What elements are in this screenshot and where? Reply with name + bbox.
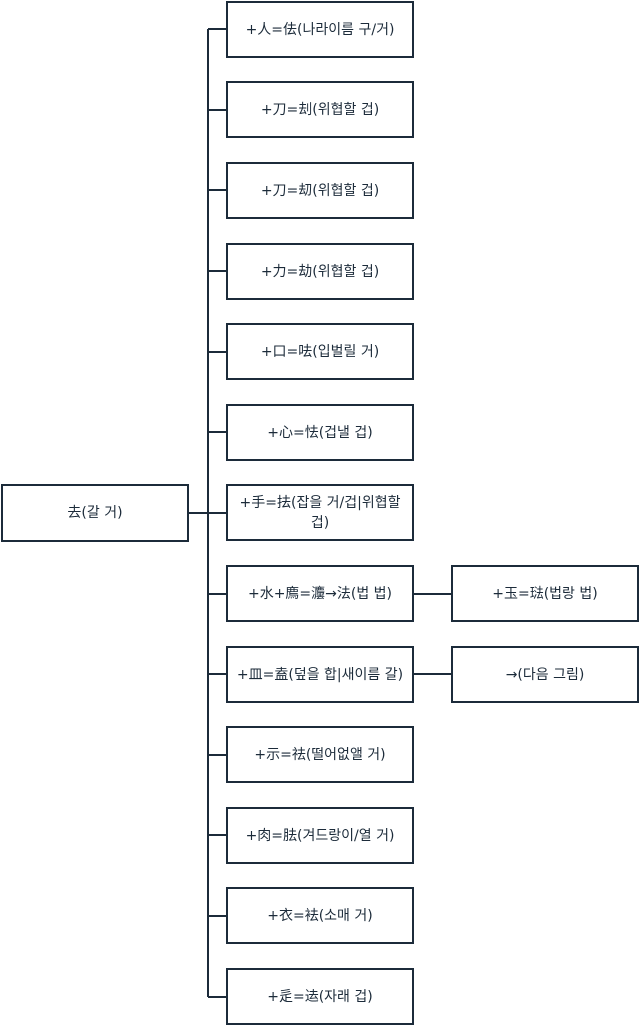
branch-node: +手=抾(잡을 거/겁|위협할 겁) (226, 484, 414, 541)
branch-node: +力=劫(위협할 겁) (226, 243, 414, 300)
branch-node: +衣=袪(소매 거) (226, 887, 414, 944)
branch-node: +皿=盍(덮을 합|새이름 갈) (226, 646, 414, 703)
branch-node: +肉=胠(겨드랑이/열 거) (226, 807, 414, 864)
root-node: 去(갈 거) (1, 484, 189, 542)
branch-node: +心=怯(겁낼 겁) (226, 404, 414, 461)
branch-node: +辵=迲(자래 겁) (226, 968, 414, 1025)
branch-node: +人=佉(나라이름 구/거) (226, 1, 414, 58)
branch-node: +刀=刧(위협할 겁) (226, 162, 414, 219)
branch-node: +水+廌=灋→法(법 법) (226, 565, 414, 622)
branch-node: +示=祛(떨어없앨 거) (226, 726, 414, 783)
branch-node: +口=呿(입벌릴 거) (226, 323, 414, 380)
child-node: +玉=琺(법랑 법) (451, 565, 639, 622)
child-node: →(다음 그림) (451, 646, 639, 703)
branch-node: +刀=刦(위협할 겁) (226, 81, 414, 138)
